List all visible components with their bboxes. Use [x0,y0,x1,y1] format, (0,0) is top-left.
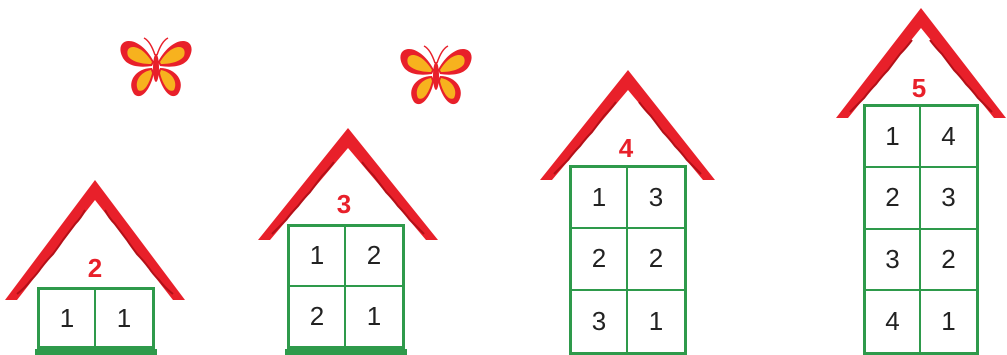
butterfly-icon [118,32,194,102]
window-cell: 2 [866,168,921,229]
house-number: 4 [606,134,646,162]
window-cell: 1 [921,291,976,352]
window-cell: 4 [866,291,921,352]
window-cell: 4 [921,107,976,168]
window-cell: 2 [628,229,684,290]
window-cell: 2 [346,227,402,287]
window-cell: 2 [572,229,628,290]
window-grid: 1 4 2 3 3 2 4 1 [863,104,979,355]
window-grid: 1 1 [37,287,155,349]
house: 5 1 4 2 3 3 2 4 1 [836,8,1006,355]
window-cell: 1 [346,287,402,347]
butterfly-icon [398,40,474,110]
window-cell: 3 [628,168,684,229]
house: 2 1 1 [5,180,185,355]
window-cell: 1 [40,290,96,346]
house-number: 3 [324,190,364,218]
window-cell: 3 [572,291,628,352]
house-base [285,349,407,355]
window-cell: 2 [921,230,976,291]
house-number: 2 [75,254,115,282]
house: 4 1 3 2 2 3 1 [540,70,715,355]
house-number: 5 [899,74,939,102]
window-cell: 1 [290,227,346,287]
window-grid: 1 3 2 2 3 1 [569,165,687,355]
house: 3 1 2 2 1 [258,128,438,355]
window-cell: 1 [628,291,684,352]
window-cell: 1 [572,168,628,229]
window-cell: 1 [866,107,921,168]
window-cell: 3 [921,168,976,229]
window-cell: 1 [96,290,152,346]
window-cell: 3 [866,230,921,291]
window-grid: 1 2 2 1 [287,224,405,349]
window-cell: 2 [290,287,346,347]
house-base [35,349,157,355]
